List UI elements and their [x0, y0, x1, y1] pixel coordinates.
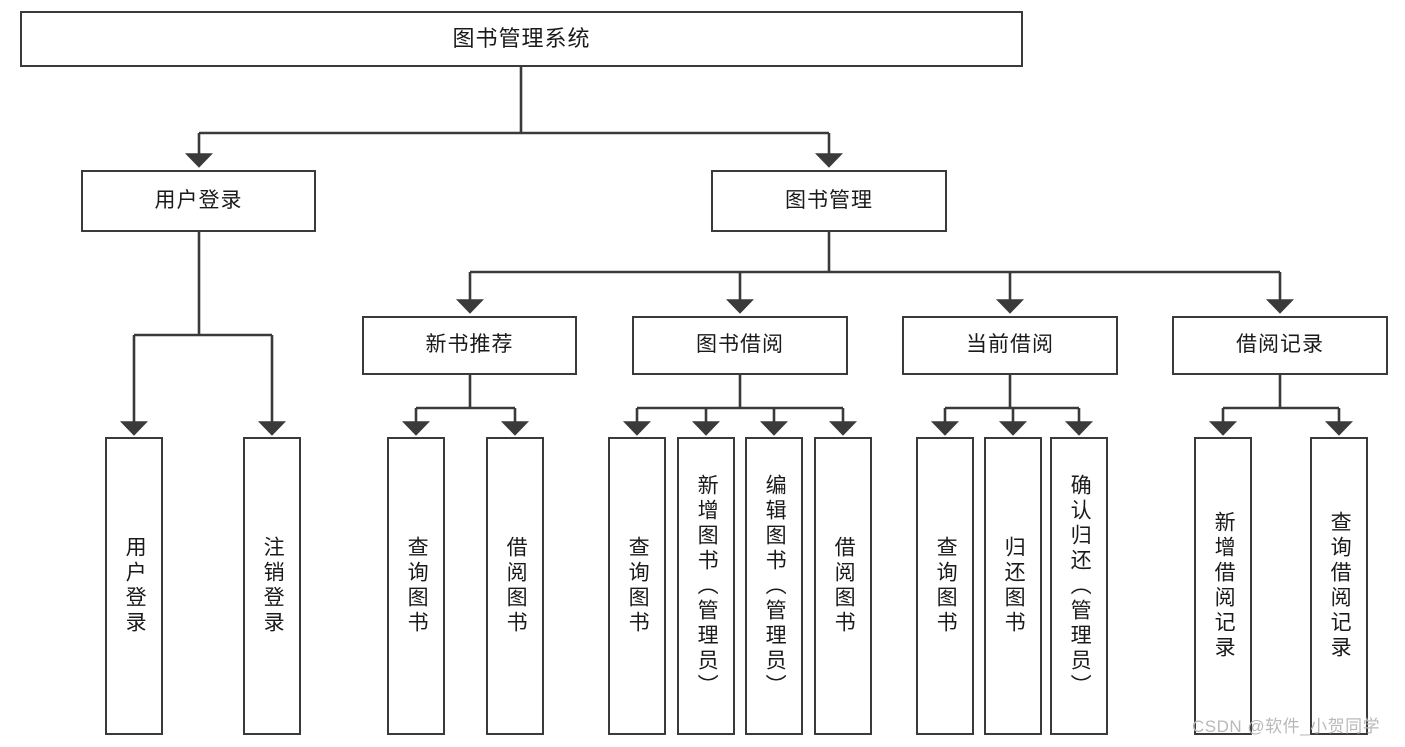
node-leaf-user-logout-label: 注销登录 — [261, 536, 285, 636]
csdn-watermark: CSDN @软件_小贺同学 — [1192, 717, 1381, 736]
node-leaf-confirm-return[interactable]: 确认归还（管理员） — [1050, 437, 1108, 735]
node-leaf-borrow-book-2-label: 借阅图书 — [832, 536, 856, 636]
node-leaf-confirm-return-label: 确认归还（管理员） — [1068, 473, 1092, 699]
node-book-manage[interactable]: 图书管理 — [711, 170, 947, 232]
node-leaf-user-logout[interactable]: 注销登录 — [243, 437, 301, 735]
node-leaf-query-book-2[interactable]: 查询图书 — [608, 437, 666, 735]
node-current-borrow[interactable]: 当前借阅 — [902, 316, 1118, 375]
node-leaf-borrow-book-1[interactable]: 借阅图书 — [486, 437, 544, 735]
node-new-book-rec-label: 新书推荐 — [425, 333, 514, 357]
node-new-book-rec[interactable]: 新书推荐 — [362, 316, 577, 375]
node-leaf-return-book-label: 归还图书 — [1002, 536, 1026, 636]
node-leaf-borrow-book-1-label: 借阅图书 — [504, 536, 528, 636]
node-leaf-query-record-label: 查询借阅记录 — [1328, 511, 1352, 661]
node-root[interactable]: 图书管理系统 — [20, 11, 1023, 67]
node-leaf-query-book-2-label: 查询图书 — [626, 536, 650, 636]
node-leaf-return-book[interactable]: 归还图书 — [984, 437, 1042, 735]
node-leaf-query-book-1-label: 查询图书 — [405, 536, 429, 636]
node-leaf-borrow-book-2[interactable]: 借阅图书 — [814, 437, 872, 735]
node-user-login[interactable]: 用户登录 — [81, 170, 316, 232]
node-leaf-add-book[interactable]: 新增图书（管理员） — [677, 437, 735, 735]
node-borrow-record[interactable]: 借阅记录 — [1172, 316, 1388, 375]
node-leaf-edit-book[interactable]: 编辑图书（管理员） — [745, 437, 803, 735]
node-book-borrow[interactable]: 图书借阅 — [632, 316, 848, 375]
node-leaf-user-login[interactable]: 用户登录 — [105, 437, 163, 735]
node-borrow-record-label: 借阅记录 — [1236, 333, 1324, 357]
node-book-manage-label: 图书管理 — [785, 188, 873, 212]
node-leaf-edit-book-label: 编辑图书（管理员） — [763, 473, 787, 699]
node-current-borrow-label: 当前借阅 — [966, 333, 1054, 357]
node-leaf-add-book-label: 新增图书（管理员） — [695, 473, 719, 699]
node-leaf-user-login-label: 用户登录 — [123, 536, 147, 636]
node-leaf-query-book-3[interactable]: 查询图书 — [916, 437, 974, 735]
node-book-borrow-label: 图书借阅 — [696, 333, 784, 357]
node-leaf-add-record[interactable]: 新增借阅记录 — [1194, 437, 1252, 735]
node-leaf-query-record[interactable]: 查询借阅记录 — [1310, 437, 1368, 735]
node-leaf-query-book-3-label: 查询图书 — [934, 536, 958, 636]
node-leaf-query-book-1[interactable]: 查询图书 — [387, 437, 445, 735]
node-leaf-add-record-label: 新增借阅记录 — [1212, 511, 1236, 661]
node-user-login-label: 用户登录 — [154, 188, 243, 212]
node-root-label: 图书管理系统 — [452, 26, 591, 52]
